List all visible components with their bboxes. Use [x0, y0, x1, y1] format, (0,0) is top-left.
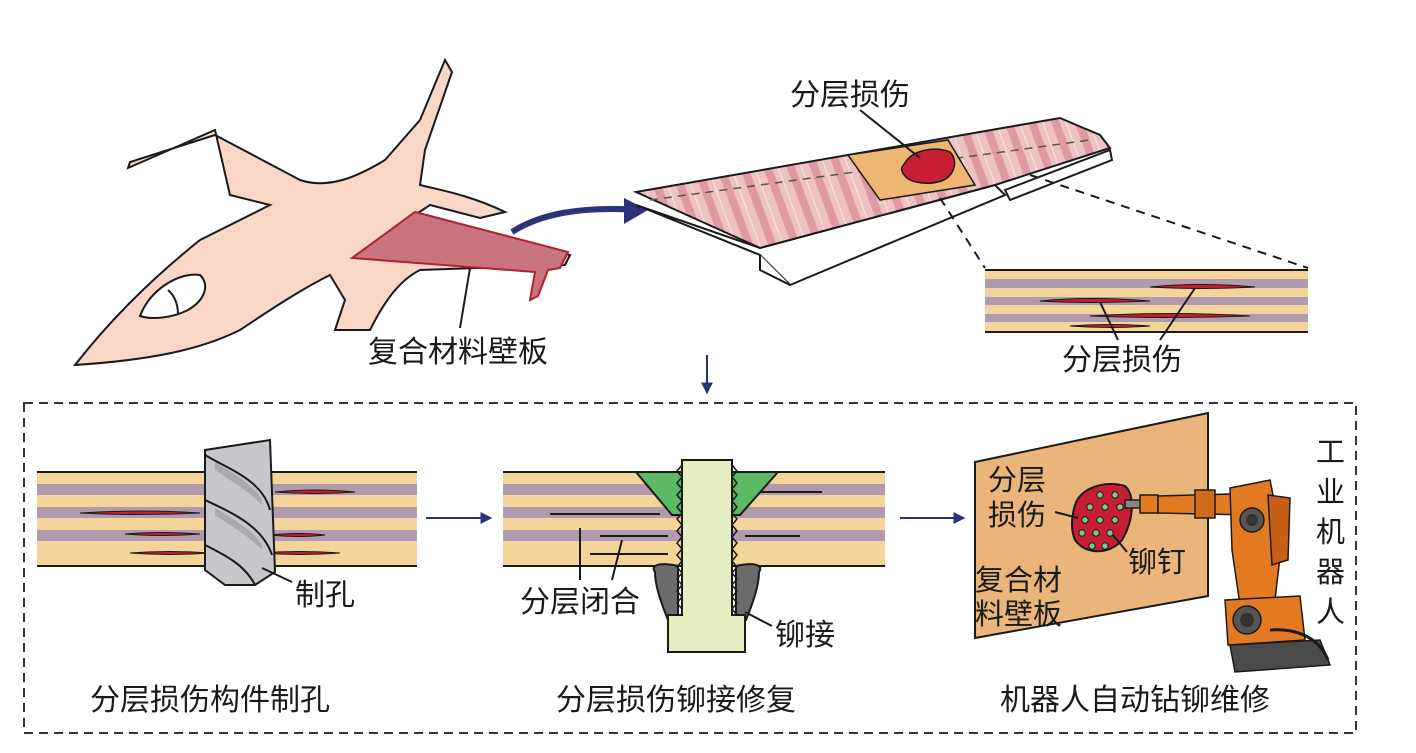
step-riveting: 分层闭合 铆接 分层损伤铆接修复 — [503, 459, 885, 718]
drill-bit — [204, 438, 277, 586]
svg-text:业: 业 — [1316, 475, 1345, 509]
aircraft-to-wing-arrow — [510, 205, 641, 235]
laminate-cross-section: 分层损伤 — [985, 269, 1308, 378]
step-drilling: 制孔 分层损伤构件制孔 — [37, 438, 417, 718]
step1-title: 分层损伤构件制孔 — [90, 683, 330, 718]
process-frame — [23, 402, 1357, 734]
composite-wing-panel — [349, 210, 570, 302]
panel-damage-label-2: 损伤 — [988, 498, 1046, 532]
svg-text:机: 机 — [1316, 515, 1345, 549]
wing-damage-label: 分层损伤 — [790, 78, 910, 113]
svg-text:人: 人 — [1316, 595, 1345, 629]
composite-panel-label: 复合材料壁板 — [368, 335, 548, 370]
panel-damage-label-1: 分层 — [988, 463, 1046, 497]
wing: 分层损伤 — [632, 78, 1309, 287]
svg-text:工: 工 — [1316, 435, 1345, 469]
rivet-dots — [1078, 491, 1124, 550]
aircraft-silhouette — [72, 57, 572, 367]
aircraft: 复合材料壁板 — [72, 57, 572, 370]
wing-damage-spot — [900, 148, 956, 184]
svg-text:器: 器 — [1316, 555, 1345, 589]
cross-section-label: 分层损伤 — [1062, 343, 1182, 378]
drilling-callout: 制孔 — [295, 578, 355, 613]
step-robot: 分层 损伤 铆钉 复合材 料壁板 工 业 机 器 人 机 — [974, 411, 1345, 718]
panel-material-label-2: 料壁板 — [975, 597, 1062, 631]
rivet-fastener — [667, 459, 746, 653]
panel-material-label-1: 复合材 — [975, 563, 1062, 597]
rivet-label: 铆钉 — [1128, 545, 1186, 579]
industrial-robot — [1124, 479, 1332, 673]
step2-title: 分层损伤铆接修复 — [556, 683, 796, 718]
delamination-closed-label: 分层闭合 — [520, 585, 640, 620]
riveting-callout: 铆接 — [775, 618, 835, 653]
robot-label: 工 业 机 器 人 — [1316, 435, 1345, 629]
step3-title: 机器人自动钻铆维修 — [1000, 683, 1270, 718]
